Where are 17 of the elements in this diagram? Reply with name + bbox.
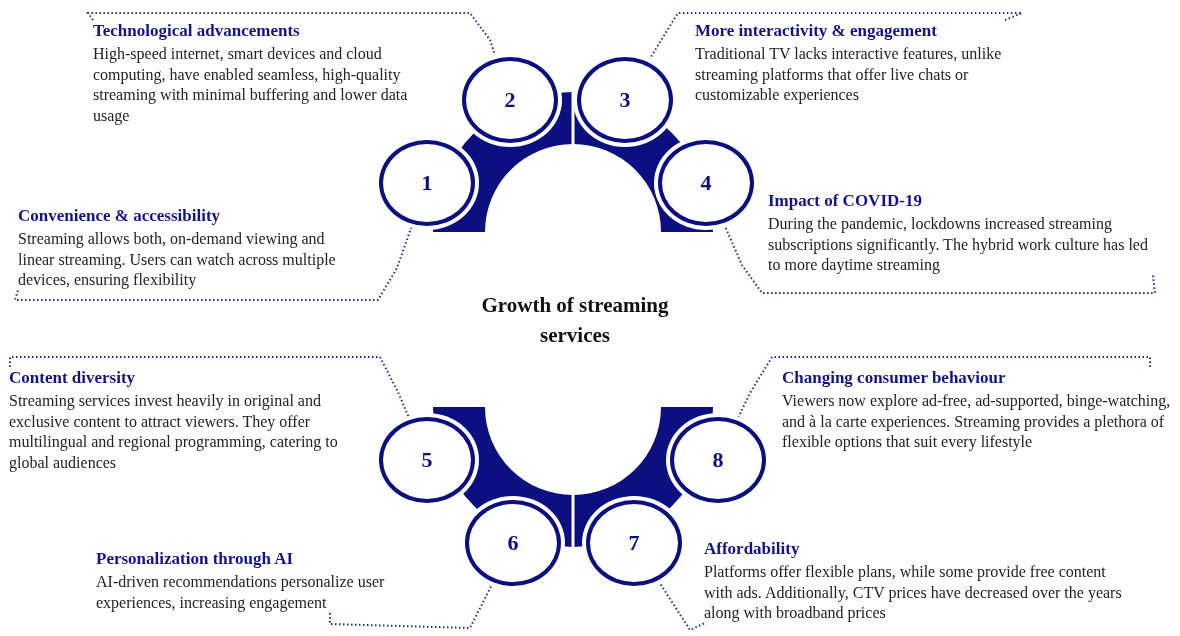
heading: More interactivity & engagement <box>695 20 938 41</box>
description-text: Traditional TV lacks interactive features, unlike streaming platforms that offer live chats or customizable experiences <box>695 44 1003 106</box>
heading: Changing consumer behaviour <box>782 367 1007 388</box>
description-text: AI-driven recommendations personalize user experiences, increasing engagement <box>96 572 386 613</box>
description-text: Streaming allows both, on-demand viewing and linear streaming. Users can watch across multiple devices, ensuring flexibility <box>18 229 337 291</box>
description-text: Streaming services invest heavily in original and exclusive content to attract viewers. They offer multilingual and regional programming, catering to global audiences <box>9 391 339 473</box>
heading: Content diversity <box>9 367 137 388</box>
heading: Convenience & accessibility <box>18 205 222 226</box>
description-text: High-speed internet, smart devices and cloud computing, have enabled seamless, high-quality streaming with minimal buffering and lower data usage <box>93 44 409 126</box>
center-title: Growth of streaming services <box>480 292 670 349</box>
heading: Impact of COVID-19 <box>768 190 923 211</box>
heading: Technological advancements <box>93 20 301 41</box>
heading: Personalization through AI <box>96 548 295 569</box>
description-text: During the pandemic, lockdowns increased streaming subscriptions significantly. The hybrid work culture has led to more daytime streaming <box>768 214 1149 276</box>
description-text: Platforms offer flexible plans, while some provide free content with ads. Additionally, CTV prices have decreased over the years along with broadband prices <box>704 562 1123 624</box>
description-text: Viewers now explore ad-free, ad-supported, binge-watching, and à la carte experiences. Streaming provides a plethora of flexible options that suit every lifestyle <box>782 391 1172 453</box>
heading: Affordability <box>704 538 801 559</box>
